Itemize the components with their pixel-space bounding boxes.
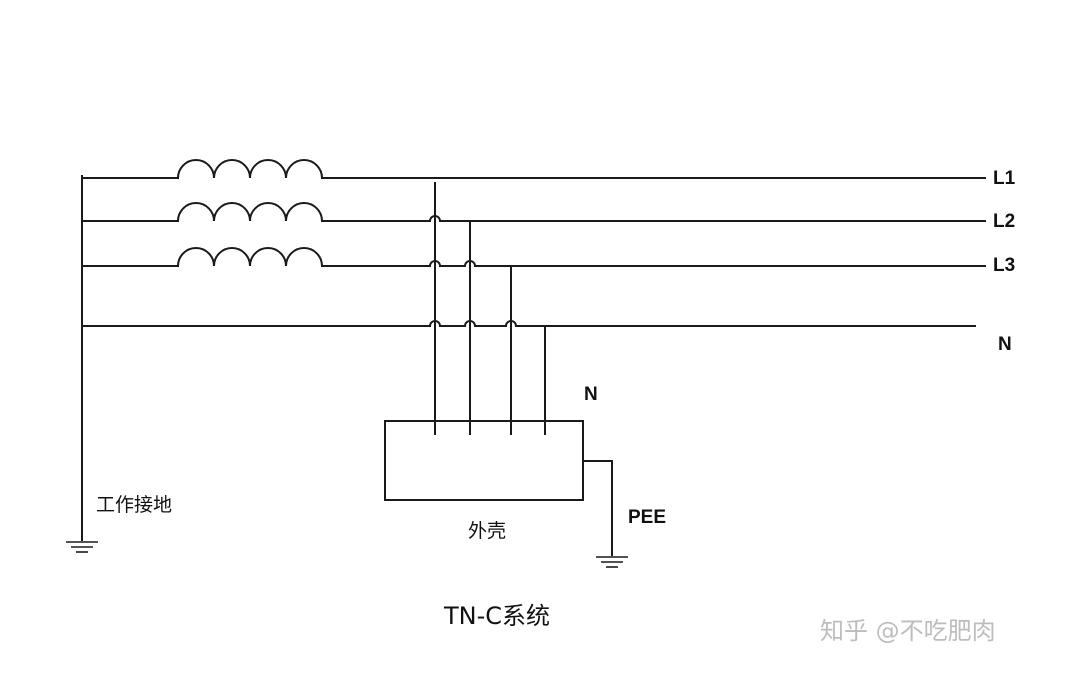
transformer-coil-l2 [176, 202, 324, 223]
label-l1: L1 [993, 168, 1016, 189]
phase-line-l1 [81, 159, 986, 180]
label-enclosure: 外壳 [468, 520, 506, 542]
label-neutral-line: N [998, 334, 1012, 355]
label-l2: L2 [993, 211, 1015, 232]
label-working-ground: 工作接地 [96, 494, 172, 516]
label-neutral-tap: N [584, 384, 598, 405]
phase-line-l3 [81, 247, 986, 268]
transformer-coil-l3 [176, 247, 324, 268]
pee-conductor [582, 460, 613, 556]
transformer-coil-l1 [176, 159, 324, 180]
working-ground-symbol-icon [66, 541, 98, 553]
watermark: 知乎 @不吃肥肉 [820, 617, 996, 645]
label-pee: PEE [628, 507, 666, 528]
phase-line-l2 [81, 202, 986, 223]
equipment-enclosure [384, 420, 584, 501]
diagram-title: TN-C系统 [443, 602, 550, 630]
pee-ground-symbol-icon [596, 556, 628, 568]
label-l3: L3 [993, 255, 1015, 276]
drop-neutral [515, 325, 546, 435]
